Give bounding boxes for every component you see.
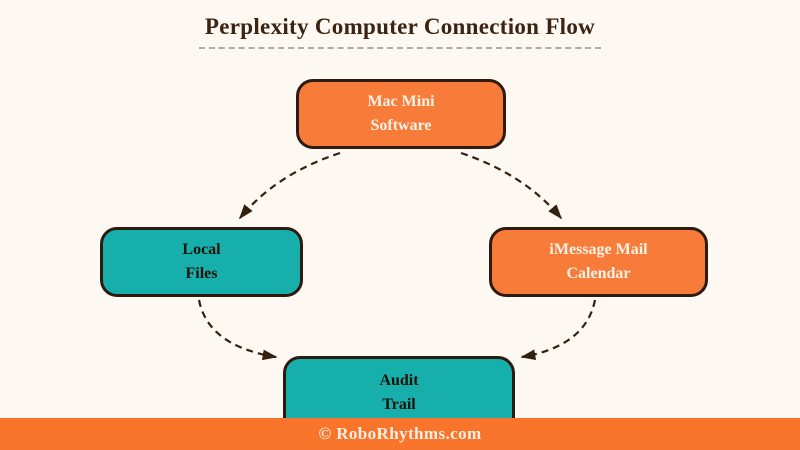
node-label-line: Files xyxy=(185,265,218,282)
node-label-line: Trail xyxy=(382,396,416,413)
footer-bar: © RoboRhythms.com xyxy=(0,418,800,450)
arrow-localfiles-to-audit xyxy=(197,299,278,361)
node-label-line: Software xyxy=(370,117,432,134)
arrow-imessage-to-audit xyxy=(520,299,597,361)
node-local-files: Local Files xyxy=(100,227,303,297)
title-bar: Perplexity Computer Connection Flow xyxy=(0,14,800,49)
node-mac-mini-software: Mac Mini Software xyxy=(296,79,506,149)
footer-credit: © RoboRhythms.com xyxy=(318,424,482,443)
node-label-line: Local xyxy=(182,241,221,258)
node-label-line: Mac Mini xyxy=(367,93,435,110)
node-imessage-mail-calendar: iMessage Mail Calendar xyxy=(489,227,708,297)
arrow-macmini-to-localfiles xyxy=(238,151,341,220)
arrow-macmini-to-imessage xyxy=(460,151,563,220)
node-label-line: Audit xyxy=(379,372,419,389)
node-label-line: Calendar xyxy=(566,265,631,282)
page-title: Perplexity Computer Connection Flow xyxy=(198,14,602,49)
node-label-line: iMessage Mail xyxy=(549,241,648,258)
